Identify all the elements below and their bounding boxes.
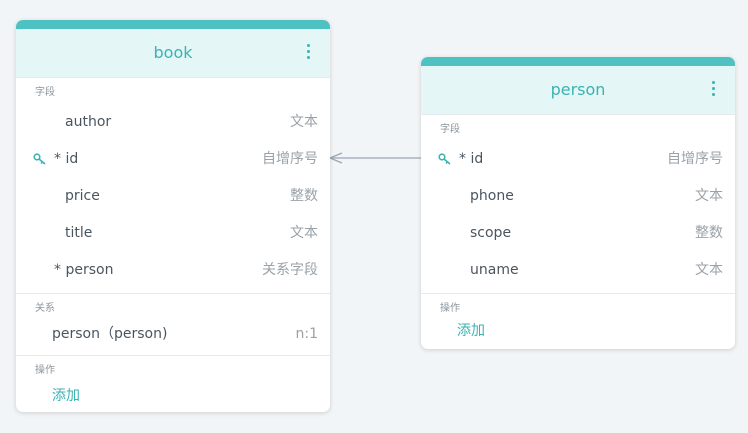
field-type: 整数 [695, 225, 723, 241]
entity-card-person[interactable]: person 字段 * id 自增序号 phone 文本 scope 整数 un… [421, 57, 735, 349]
field-name: * person [54, 262, 114, 278]
field-row-person[interactable]: * person 关系字段 [16, 252, 330, 289]
field-name: title [65, 225, 93, 241]
divider [16, 293, 330, 294]
field-name: price [65, 188, 100, 204]
field-type: 文本 [290, 225, 318, 241]
field-name: phone [470, 188, 514, 204]
field-type: 整数 [290, 188, 318, 204]
more-vertical-icon[interactable] [705, 81, 721, 99]
entity-title: book [153, 43, 193, 62]
field-row-phone[interactable]: phone 文本 [421, 178, 735, 215]
field-row-author[interactable]: author 文本 [16, 104, 330, 141]
card-accent-bar [421, 57, 735, 66]
field-name: scope [470, 225, 512, 241]
actions-section-label: 操作 [440, 303, 460, 314]
relation-cardinality: n:1 [295, 326, 319, 342]
field-row-id[interactable]: * id 自增序号 [421, 141, 735, 178]
fields-section-label: 字段 [440, 124, 460, 135]
add-row: 添加 [421, 316, 735, 346]
field-row-price[interactable]: price 整数 [16, 178, 330, 215]
field-row-id[interactable]: * id 自增序号 [16, 141, 330, 178]
field-row-scope[interactable]: scope 整数 [421, 215, 735, 252]
field-name: * id [459, 151, 484, 167]
card-accent-bar [16, 20, 330, 29]
fields-section-label: 字段 [35, 87, 55, 98]
field-type: 关系字段 [262, 262, 318, 278]
relations-section-label: 关系 [35, 303, 55, 314]
add-field-link[interactable]: 添加 [457, 323, 485, 339]
field-type: 自增序号 [667, 151, 723, 167]
field-type: 文本 [290, 114, 318, 130]
relation-row-person[interactable]: person（person) n:1 [16, 316, 330, 353]
field-name: author [65, 114, 112, 130]
field-row-title[interactable]: title 文本 [16, 215, 330, 252]
field-type: 自增序号 [262, 151, 318, 167]
relation-name: person（person) [52, 326, 168, 342]
field-type: 文本 [695, 188, 723, 204]
entity-card-book[interactable]: book 字段 author 文本 * id 自增序号 price 整数 tit… [16, 20, 330, 412]
add-row: 添加 [16, 378, 330, 412]
add-field-link[interactable]: 添加 [52, 388, 80, 404]
field-row-uname[interactable]: uname 文本 [421, 252, 735, 289]
actions-section-label: 操作 [35, 365, 55, 376]
field-name: * id [54, 151, 79, 167]
divider [421, 293, 735, 294]
field-name: uname [470, 262, 519, 278]
key-icon [438, 153, 451, 165]
field-type: 文本 [695, 262, 723, 278]
card-header[interactable]: book [16, 29, 330, 78]
more-vertical-icon[interactable] [300, 44, 316, 62]
card-header[interactable]: person [421, 66, 735, 115]
key-icon [33, 153, 46, 165]
entity-title: person [550, 80, 606, 99]
divider [16, 355, 330, 356]
